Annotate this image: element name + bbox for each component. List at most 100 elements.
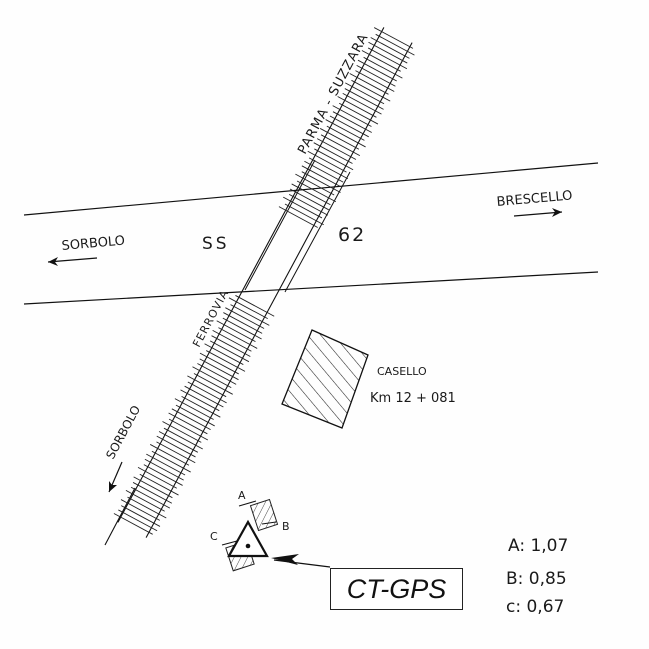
rail-tie bbox=[193, 373, 233, 395]
rail-tie bbox=[174, 398, 214, 420]
label-km: Km 12 + 081 bbox=[370, 391, 456, 406]
rail-tie bbox=[156, 441, 196, 464]
rail-tie bbox=[368, 41, 408, 64]
rail-tie bbox=[304, 160, 344, 183]
rail-tie bbox=[361, 50, 401, 72]
measure-a: A: 1,07 bbox=[508, 536, 568, 556]
rail-tie bbox=[332, 105, 372, 127]
rail-tie bbox=[337, 96, 377, 118]
rail-tie bbox=[149, 444, 190, 466]
label-brescello: BRESCELLO bbox=[496, 188, 573, 210]
rail-tie bbox=[133, 476, 173, 499]
pointer-arrowhead bbox=[271, 554, 299, 565]
rail-tie bbox=[295, 173, 335, 196]
rail-tie bbox=[162, 421, 202, 443]
rail-tie bbox=[357, 59, 397, 82]
rail-tie bbox=[355, 70, 395, 92]
rail-tie bbox=[121, 505, 161, 527]
rail-tie bbox=[204, 343, 244, 365]
rail-tie bbox=[367, 47, 408, 70]
road-bottom-edge bbox=[23, 271, 599, 305]
rail-tie bbox=[209, 340, 250, 363]
rail-tie bbox=[356, 64, 396, 87]
rail-tie bbox=[320, 134, 361, 157]
rail-tie bbox=[211, 335, 251, 357]
rail-tie bbox=[144, 458, 184, 481]
rail-tie bbox=[289, 188, 329, 211]
rail-tie bbox=[199, 358, 239, 381]
rail-tie bbox=[344, 88, 384, 110]
rail-tie bbox=[288, 194, 329, 216]
rail-tie bbox=[212, 329, 252, 352]
rail-tie bbox=[127, 496, 167, 519]
offset-c-line bbox=[221, 540, 238, 546]
offset-post-top bbox=[249, 498, 279, 532]
rail-tie bbox=[284, 203, 324, 226]
rail-tie bbox=[349, 73, 389, 95]
ct-gps-label: CT-GPS bbox=[346, 573, 447, 604]
rail-tie bbox=[175, 404, 215, 427]
gps-center-dot bbox=[245, 543, 251, 549]
rail-tie bbox=[171, 408, 211, 431]
rail-tie bbox=[326, 125, 366, 148]
road-top-edge bbox=[23, 162, 599, 216]
rail-tie bbox=[158, 431, 199, 453]
rail-tie bbox=[199, 352, 239, 375]
rail-tie bbox=[230, 304, 270, 326]
rail-tie bbox=[130, 486, 171, 509]
rail-tie bbox=[216, 320, 256, 342]
rail-tie bbox=[225, 307, 265, 329]
rail-tie bbox=[206, 350, 246, 372]
rail-tie bbox=[156, 435, 196, 458]
offset-b-line bbox=[261, 521, 277, 525]
rail-tie bbox=[370, 37, 410, 59]
rail-tie bbox=[118, 509, 158, 532]
rail-tie bbox=[296, 180, 337, 203]
rail-tie bbox=[235, 295, 275, 317]
rail-tie bbox=[363, 56, 403, 79]
rail-tie bbox=[168, 418, 209, 441]
rail-tie bbox=[137, 466, 177, 489]
rail-tie bbox=[308, 157, 349, 180]
rail-tie bbox=[139, 473, 179, 496]
rail-tie bbox=[146, 453, 186, 476]
label-sorbolo-left: SORBOLO bbox=[61, 234, 126, 254]
rail-tie bbox=[313, 142, 353, 164]
rail-tie bbox=[184, 385, 224, 408]
rail-tie bbox=[187, 381, 227, 404]
rail-left bbox=[145, 42, 413, 538]
rail-tie bbox=[143, 464, 183, 486]
measure-c: c: 0,67 bbox=[506, 597, 564, 617]
rail-tie bbox=[342, 92, 382, 115]
rail-tie bbox=[301, 165, 341, 188]
rail-tie bbox=[197, 363, 237, 385]
arrow-left-sorbolo bbox=[47, 257, 98, 266]
rail-tie bbox=[282, 196, 323, 219]
rail-tie bbox=[338, 102, 379, 125]
offset-letter-a: A bbox=[238, 489, 246, 502]
rail-tie bbox=[351, 79, 391, 102]
ct-gps-label-box: CT-GPS bbox=[330, 568, 463, 610]
rail-tie bbox=[228, 297, 268, 320]
casello-building bbox=[281, 329, 369, 429]
offset-a-line bbox=[238, 500, 257, 507]
rail-tie bbox=[307, 150, 347, 173]
direction-arrows bbox=[47, 208, 563, 493]
label-sorbolo-rail: SORBOLO bbox=[103, 403, 143, 461]
rail-tie bbox=[113, 513, 153, 535]
rail-tie bbox=[187, 375, 227, 398]
rail-tie bbox=[301, 171, 341, 193]
rail-tie bbox=[223, 312, 263, 334]
railway-track bbox=[104, 27, 415, 546]
rail-tie bbox=[319, 128, 360, 150]
label-casello: CASELLO bbox=[377, 365, 427, 378]
rail-right bbox=[117, 27, 385, 523]
rail-tie bbox=[316, 138, 357, 160]
label-ferrovia: FERROVIA bbox=[190, 287, 231, 349]
rail-tie bbox=[291, 183, 331, 206]
rail-tie bbox=[180, 389, 220, 412]
arrow-right-brescello bbox=[513, 208, 563, 217]
rail-tie bbox=[181, 395, 221, 418]
